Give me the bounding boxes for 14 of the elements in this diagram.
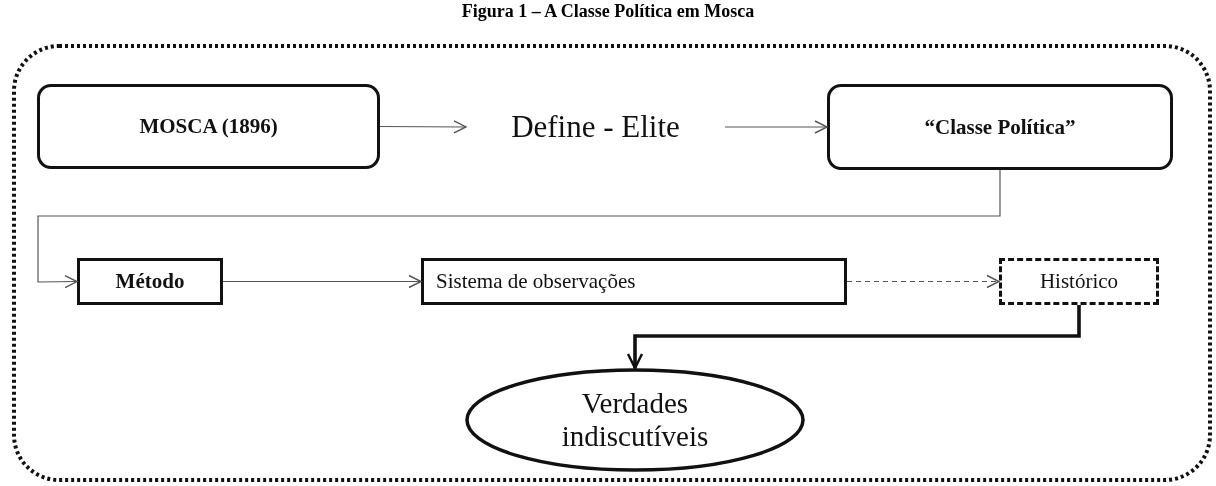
arrow [724, 120, 828, 134]
node-label: Verdades indiscutíveis [560, 387, 710, 453]
process-box: Histórico [999, 258, 1159, 305]
flow-text: Define - Elite [466, 104, 725, 150]
arrow [379, 120, 467, 134]
arrow [37, 169, 1001, 289]
process-box: MOSCA (1896) [37, 84, 380, 169]
process-box: Método [77, 258, 223, 305]
figure-title: Figura 1 – A Classe Política em Mosca [460, 1, 756, 22]
arrow [846, 274, 1000, 289]
process-box: “Classe Política” [827, 84, 1173, 170]
process-box: Sistema de observações [421, 258, 847, 305]
arrow [222, 274, 422, 289]
arrow [626, 305, 1081, 370]
